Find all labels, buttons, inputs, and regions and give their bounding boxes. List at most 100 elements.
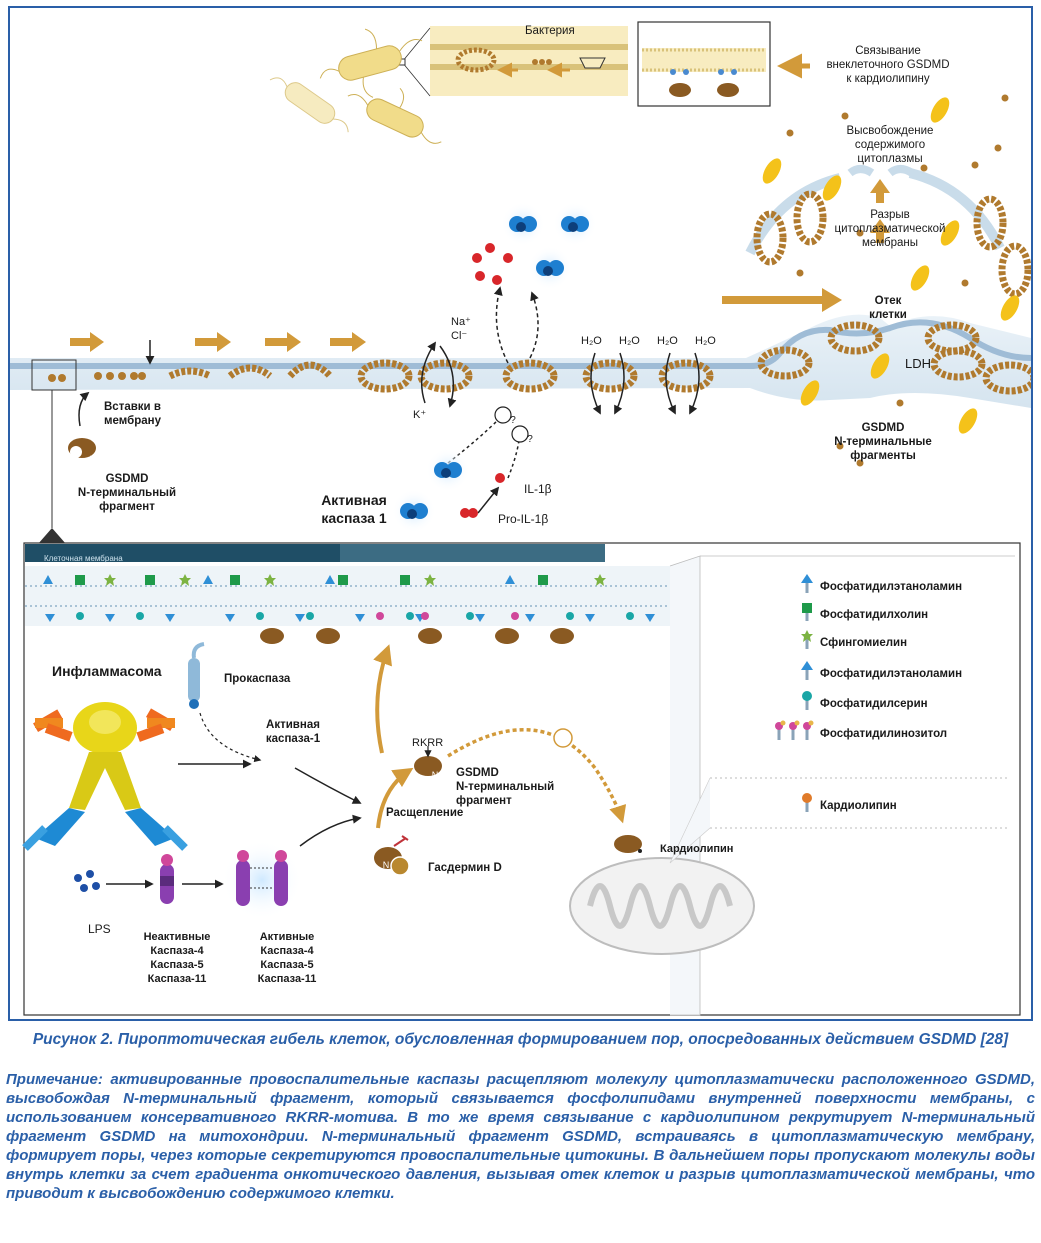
green-star-icon (801, 630, 813, 649)
legend-label: Фосфатидилхолин (820, 609, 929, 621)
pi-marker (511, 612, 519, 620)
pe-inner-marker (165, 614, 175, 622)
pink-flower-icon (775, 720, 814, 740)
question-label-2: ? (527, 434, 533, 445)
pe-inner-marker (105, 614, 115, 622)
pe-inner-marker (225, 614, 235, 622)
figure-caption-note: Примечание: активированные провоспалител… (6, 1071, 1035, 1202)
gsdmd-pore (658, 359, 714, 393)
ldh-label: LDH (905, 356, 932, 371)
gasdermin-d-icon (374, 835, 410, 876)
ldh-molecule (910, 265, 930, 291)
gsdmd-monomer (94, 372, 102, 380)
pe-inner-marker (645, 614, 655, 622)
pe-marker (325, 575, 335, 584)
ps-marker (136, 612, 144, 620)
gsdmd-fragment-dot (961, 279, 969, 287)
ps-marker (406, 612, 414, 620)
gsdmd-fragment-dot (796, 269, 804, 277)
orange-circle-icon (802, 793, 812, 812)
gsdmd-monomer (118, 372, 126, 380)
pc-marker (538, 575, 548, 585)
n-letter-gasdermin: N (382, 860, 390, 870)
unknown-marker-3 (553, 728, 573, 748)
pe-inner-marker (295, 614, 305, 622)
membrane-binding-arrow (373, 644, 392, 754)
gsdmd-pore (924, 321, 980, 355)
ldh-molecule (1000, 295, 1020, 321)
gsdmd-pore (582, 359, 638, 393)
membrane-inset-marker (31, 359, 77, 391)
gsdmd-pores (48, 190, 1031, 395)
gsdmd-pore (757, 346, 813, 380)
ps-marker (256, 612, 264, 620)
cleavage-arrow (376, 767, 414, 829)
pc-marker (230, 575, 240, 585)
blue-triangle-icon (801, 661, 813, 680)
cardiolipin-mito-label: Кардиолипин (660, 843, 734, 855)
teal-circle-icon (802, 691, 812, 710)
gsdmd-pore (357, 359, 413, 393)
mitochondrion-icon (569, 835, 755, 955)
gsdmd-monomer (138, 372, 146, 380)
pro-il1b-label: Pro-IL-1β (498, 512, 549, 526)
il1b-label: IL-1β (524, 482, 552, 496)
bound-gsdmd (260, 628, 284, 644)
pc-marker (75, 575, 85, 585)
pe-marker (43, 575, 53, 584)
k-label: K⁺ (413, 409, 427, 421)
ldh-molecule (958, 408, 978, 434)
gsdmd-pore (502, 359, 558, 393)
gsdmd-pore (973, 195, 1007, 251)
gsdmd-fragment-dot (856, 459, 864, 467)
ps-marker (566, 612, 574, 620)
legend-label: Фосфатидилэтаноламин (820, 668, 963, 680)
lps-label: LPS (88, 922, 111, 936)
bacterium-panel (397, 26, 628, 97)
caspase1-to-cleavage-arrow (294, 767, 362, 804)
h2o-label-3: H₂O (657, 335, 678, 347)
ldh-molecule (822, 175, 842, 201)
partial-pore (287, 361, 333, 379)
pi-marker (376, 612, 384, 620)
gsdmd-monomer (106, 372, 114, 380)
legend-icons (775, 574, 814, 812)
inflammasome-label: Инфламмасома (52, 663, 162, 679)
caspase411-to-cleavage-arrow (299, 814, 362, 847)
legend-label: Фосфатидилинозитол (820, 728, 948, 740)
cell-debris (762, 94, 1020, 467)
sm-marker (179, 574, 191, 586)
bound-gsdmd (495, 628, 519, 644)
bacterium-label: Бактерия (525, 25, 575, 37)
sm-marker (104, 574, 116, 586)
ps-marker (626, 612, 634, 620)
ion-flux-arrows (420, 286, 700, 514)
gsdmd-pore (998, 242, 1031, 298)
partial-pore (168, 367, 212, 380)
ps-marker (306, 612, 314, 620)
ldh-molecule (930, 97, 950, 123)
procaspase-arrow (199, 712, 262, 763)
bound-gsdmd (316, 628, 340, 644)
mito-zoom-connector (669, 777, 711, 864)
h2o-label-1: H₂O (581, 335, 602, 347)
pi-marker (421, 612, 429, 620)
sm-marker (424, 574, 436, 586)
lipid-bilayer-markers (43, 574, 655, 644)
gsdmd-monomer (58, 374, 66, 382)
insertion-arrow (78, 391, 90, 427)
mitochondria-recruit-arrow (447, 728, 627, 824)
n-letter-top: N (89, 454, 97, 464)
gsdmd-fragment-dot (856, 229, 864, 237)
question-label-1: ? (510, 415, 516, 426)
cleavage-label: Расщепление (386, 807, 464, 819)
ldh-molecule (940, 220, 960, 246)
gsdmd-fragment-dot (994, 144, 1002, 152)
pe-inner-marker (45, 614, 55, 622)
gsdmd-pore (417, 359, 473, 393)
pe-inner-marker (475, 614, 485, 622)
figure-caption-title: Рисунок 2. Пироптотическая гибель клеток… (32, 1031, 1009, 1048)
gsdmd-n-icon (68, 438, 96, 458)
zoom-connector (38, 528, 66, 544)
gsdmd-pore (793, 190, 827, 246)
